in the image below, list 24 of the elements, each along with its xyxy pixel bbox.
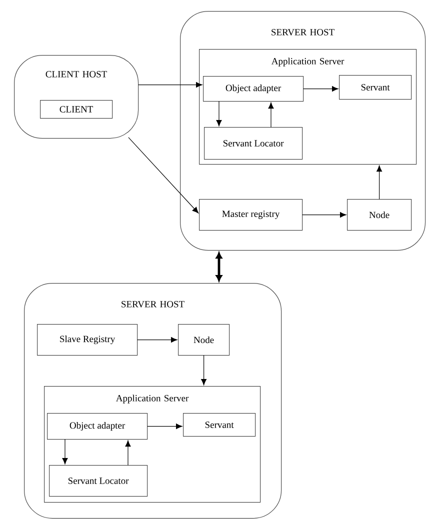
process-box: Servant Locator <box>49 465 148 497</box>
process-box: Servant <box>183 413 256 437</box>
process-box: Node <box>347 199 412 231</box>
process-box: Object adapter <box>203 76 304 102</box>
arrow <box>137 337 178 343</box>
arrow <box>62 439 68 464</box>
process-box: Master registry <box>199 199 303 231</box>
arrow <box>268 102 274 128</box>
process-box: CLIENT <box>40 100 113 119</box>
arrow <box>216 101 222 126</box>
double-arrow <box>216 252 222 282</box>
arrow <box>201 355 207 386</box>
arrow <box>138 82 202 88</box>
arrow <box>302 212 346 218</box>
process-box: Node <box>178 324 230 356</box>
arrow <box>125 440 131 466</box>
arrow <box>128 137 199 214</box>
process-box: Servant <box>339 75 412 100</box>
process-box: Slave Registry <box>37 324 138 356</box>
process-box: Object adapter <box>47 413 148 440</box>
process-box: Servant Locator <box>204 127 303 160</box>
arrow <box>303 86 338 92</box>
arrow <box>147 424 182 430</box>
arrow <box>376 165 382 200</box>
